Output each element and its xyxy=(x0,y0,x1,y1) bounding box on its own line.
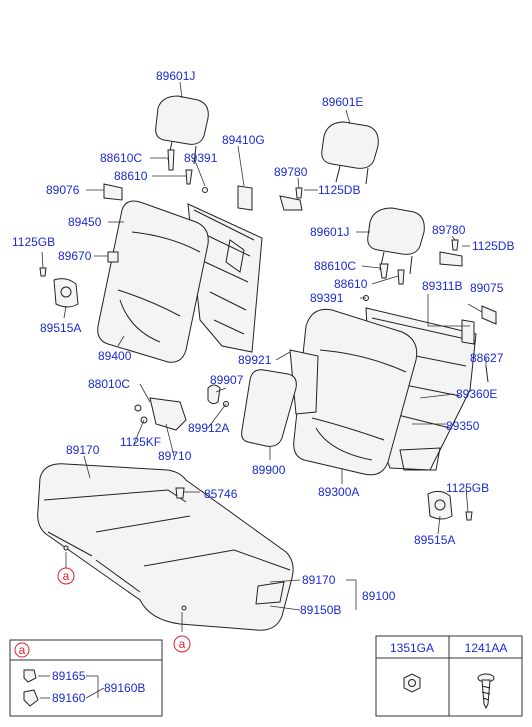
label-89601J-mid: 89601J xyxy=(310,225,349,239)
headrest-89601E xyxy=(321,121,379,185)
label-89170-b: 89170 xyxy=(302,573,336,587)
legend-box-a: a 89165 89160B 89160 xyxy=(9,639,163,717)
label-89391-a: 89391 xyxy=(184,151,218,165)
label-89360E: 89360E xyxy=(456,387,497,401)
label-89075: 89075 xyxy=(470,281,504,295)
armrest-89900 xyxy=(207,349,319,447)
fastener-header-1241AA: 1241AA xyxy=(465,641,508,655)
callout-a-1: a xyxy=(57,567,75,585)
label-89391-b: 89391 xyxy=(310,291,344,305)
callout-a-2: a xyxy=(173,635,191,653)
part-labels: 89601J 88610C 89391 89410G 88610 89076 8… xyxy=(12,69,514,617)
legend-callout-a: a xyxy=(19,643,26,657)
fastener-header-1351GA: 1351GA xyxy=(390,641,434,655)
label-88610C-a: 88610C xyxy=(100,151,142,165)
label-88010C: 88010C xyxy=(88,377,130,391)
label-1125KF: 1125KF xyxy=(120,435,161,449)
label-89912A: 89912A xyxy=(188,421,229,435)
label-89410G: 89410G xyxy=(222,133,265,147)
left-hardware xyxy=(39,149,253,308)
label-88627: 88627 xyxy=(470,351,504,365)
label-1125DB-b: 1125DB xyxy=(472,239,514,253)
svg-text:a: a xyxy=(63,569,70,583)
label-89780-a: 89780 xyxy=(274,165,308,179)
label-89300A: 89300A xyxy=(318,485,359,499)
armrest-hinge-89710 xyxy=(134,397,187,431)
label-89170-a: 89170 xyxy=(66,443,100,457)
label-89710: 89710 xyxy=(158,449,192,463)
label-89515A-b: 89515A xyxy=(414,533,455,547)
label-1125GB-b: 1125GB xyxy=(446,481,489,495)
label-89780-b: 89780 xyxy=(432,223,466,237)
label-89601E: 89601E xyxy=(322,95,363,109)
label-89076: 89076 xyxy=(46,183,80,197)
fastener-table: 1351GA 1241AA xyxy=(375,635,523,717)
label-85746: 85746 xyxy=(204,487,238,501)
label-89907: 89907 xyxy=(210,373,244,387)
label-89350: 89350 xyxy=(446,419,480,433)
label-88610C-b: 88610C xyxy=(314,259,356,273)
screw-icon xyxy=(477,673,495,710)
right-hardware xyxy=(279,187,497,521)
label-89515A-a: 89515A xyxy=(40,321,81,335)
svg-text:a: a xyxy=(179,637,186,651)
right-seatback-cushion xyxy=(293,308,418,476)
label-88610-a: 88610 xyxy=(114,169,148,183)
legend-label-89160: 89160 xyxy=(52,691,86,705)
label-89150B: 89150B xyxy=(300,603,341,617)
label-88610-b: 88610 xyxy=(334,277,368,291)
left-seatback-cushion xyxy=(97,200,209,363)
legend-label-89165: 89165 xyxy=(52,669,86,683)
leader-lines xyxy=(41,81,487,632)
seat-cushion xyxy=(37,463,294,631)
label-89601J-top: 89601J xyxy=(156,69,195,83)
label-89900: 89900 xyxy=(252,463,286,477)
label-89450: 89450 xyxy=(68,215,102,229)
label-89100: 89100 xyxy=(362,589,396,603)
label-89670: 89670 xyxy=(58,249,92,263)
nut-icon xyxy=(403,673,421,693)
legend-label-89160B: 89160B xyxy=(104,681,145,695)
headrest-89601J-mid xyxy=(367,207,425,275)
label-89921: 89921 xyxy=(238,353,272,367)
label-1125GB-a: 1125GB xyxy=(12,235,55,249)
label-89311B: 89311B xyxy=(422,279,462,293)
label-89400: 89400 xyxy=(98,349,132,363)
label-1125DB-a: 1125DB xyxy=(318,183,360,197)
